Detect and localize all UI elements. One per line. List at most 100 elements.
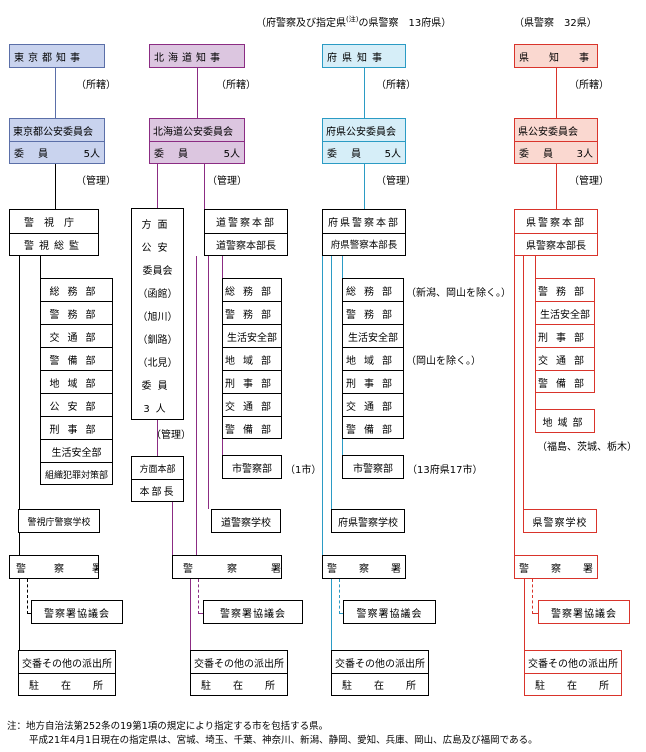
tokyo-commission-box: 東京都公安委員会 委員 5人: [9, 118, 105, 164]
tokyo-main-trunk: [19, 256, 20, 655]
fuken-head-to-commission: [364, 68, 365, 118]
fuken-soumu-note: （新潟、岡山を除く。）: [406, 288, 511, 299]
fuken-chiiki-note: （岡山を除く。）: [406, 356, 481, 367]
tokyo-dept-8: 組織犯罪対策部: [44, 470, 108, 481]
tokyo-members-label: 委員: [14, 148, 62, 160]
hokkaido-kanri-label: （管理）: [207, 176, 247, 187]
fuken-dept-0: 総務部: [343, 279, 403, 302]
ken-governor-box: 県知事: [514, 44, 598, 68]
hokkaido-chuzai-label: 駐在所: [201, 680, 275, 692]
hokkaido-members-count: 5人: [223, 148, 240, 160]
tokyo-shokatsu-label: （所轄）: [76, 80, 116, 91]
fuken-commission-to-hq: [364, 164, 365, 209]
fuken-kanri-label: （管理）: [376, 176, 416, 187]
ken-departments-box: 警務部生活安全部刑事部交通部警備部: [535, 278, 595, 393]
tokyo-station-council-dash: [27, 579, 28, 614]
tokyo-commission-label: 東京都公安委員会: [10, 119, 104, 142]
ken-members-count: 3人: [576, 148, 593, 160]
fuken-koban-label: 交番その他の派出所: [332, 651, 428, 674]
hokkaido-trunk-a: [196, 256, 197, 545]
hokkaido-commission-to-area: [157, 164, 158, 208]
hokkaido-governor-box: 北海道知事: [149, 44, 245, 68]
fuken-station-label: 警察署: [327, 563, 401, 575]
ken-commission-box: 県公安委員会 委員 3人: [514, 118, 598, 164]
ken-station-label: 警察署: [519, 563, 593, 575]
fuken-station-row: 警察署: [323, 556, 405, 578]
fuken-commission-label: 府県公安委員会: [323, 119, 405, 142]
ken-shokatsu-label: （所轄）: [569, 80, 609, 91]
hokkaido-area-commission-line-3: （函館）: [137, 288, 178, 300]
hokkaido-council-dash-h: [198, 613, 203, 614]
fuken-station-to-koban: [331, 579, 332, 650]
tokyo-chuzai-label: 駐在所: [29, 680, 103, 692]
fuken-council-box: 警察署協議会: [343, 600, 436, 624]
fuken-members-label: 委員: [327, 148, 375, 160]
footnote-line-2: 平成21年4月1日現在の指定県は、宮城、埼玉、千葉、神奈川、新潟、静岡、愛知、兵…: [29, 735, 538, 746]
ken-head-to-commission: [556, 68, 557, 118]
tokyo-hq-box: 警視庁 警視総監: [9, 209, 99, 256]
hokkaido-governor-label: 北海道知事: [154, 52, 224, 64]
ken-koban-label: 交番その他の派出所: [525, 651, 621, 674]
hokkaido-school-box: 道警察学校: [211, 509, 281, 533]
hokkaido-area-commission-line-8: 3人: [143, 403, 172, 415]
ken-council-dash-h: [532, 613, 538, 614]
ken-council-label: 警察署協議会: [551, 608, 617, 620]
fuken-chief-label: 府県警察本部長: [330, 240, 398, 251]
hokkaido-area-commission-line-0: 方面: [141, 219, 174, 231]
fuken-departments-box: 総務部警務部生活安全部地域部刑事部交通部警備部: [342, 278, 404, 439]
ken-chiiki-label: 地域部: [542, 417, 588, 429]
fuken-dept-1: 警務部: [343, 302, 403, 325]
hokkaido-areahq-to-station: [172, 502, 173, 555]
fuken-city-note: （13府県17市）: [407, 465, 483, 476]
hokkaido-area-hq-box: 方面本部 本部長: [131, 456, 184, 502]
tokyo-council-dash-h: [27, 613, 31, 614]
fuken-city-label: 市警察部: [353, 463, 393, 475]
fuken-station-council-dash: [339, 579, 340, 614]
ken-koban-box: 交番その他の派出所 駐在所: [524, 650, 622, 696]
hokkaido-school-label: 道警察学校: [221, 517, 271, 529]
hokkaido-koban-label: 交番その他の派出所: [191, 651, 287, 674]
tokyo-station-row: 警察署: [10, 556, 98, 578]
hokkaido-city-box: 市警察部: [222, 455, 282, 479]
fuken-dept-4: 刑事部: [343, 371, 403, 394]
hokkaido-dept-6: 警備部: [225, 424, 279, 436]
tokyo-council-box: 警察署協議会: [31, 600, 123, 624]
ken-dept-0: 警務部: [536, 279, 594, 302]
tokyo-hq-to-depts: [40, 256, 41, 278]
hokkaido-hq-label: 道警察本部: [205, 210, 287, 234]
hokkaido-dept-5: 交通部: [223, 394, 281, 417]
hokkaido-area-to-areahq: [157, 420, 158, 456]
ken-commission-label: 県公安委員会: [515, 119, 597, 142]
hokkaido-area-commission-line-1: 公安: [141, 242, 174, 254]
note-mark: (注): [346, 15, 359, 24]
tokyo-governor-box: 東京都知事: [9, 44, 105, 68]
fuken-city-box: 市警察部: [342, 455, 404, 479]
ken-dept-1: 生活安全部: [536, 302, 594, 325]
tokyo-koban-label: 交番その他の派出所: [19, 651, 115, 674]
hokkaido-dept-1: 警務部: [223, 302, 281, 325]
hokkaido-members-label: 委員: [154, 148, 202, 160]
hokkaido-koban-box: 交番その他の派出所 駐在所: [190, 650, 288, 696]
tokyo-council-label: 警察署協議会: [44, 608, 110, 620]
hokkaido-area-kanri-label: （管理）: [151, 430, 191, 441]
ken-station-council-dash: [532, 579, 533, 614]
tokyo-dept-0: 総務部: [41, 279, 112, 302]
fuken-dept-5: 交通部: [343, 394, 403, 417]
ken-hq-label: 県警察本部: [515, 210, 597, 234]
hokkaido-city-label: 市警察部: [232, 463, 272, 475]
tokyo-chief-label: 警視総監: [24, 240, 84, 252]
hokkaido-area-chief-label: 本部長: [139, 486, 176, 498]
ken-dept-4: 警備部: [538, 378, 592, 390]
ken-dept-3: 交通部: [536, 348, 594, 371]
hokkaido-station-box: 警察署: [172, 555, 282, 579]
hokkaido-commission-to-hq: [204, 164, 205, 209]
ken-station-row: 警察署: [515, 556, 597, 578]
hokkaido-dept-3: 地域部: [223, 348, 281, 371]
hokkaido-trunk-down: [196, 545, 197, 555]
hokkaido-area-commission-line-6: （北見）: [137, 357, 178, 369]
fuken-dept-2: 生活安全部: [343, 325, 403, 348]
ken-members-label: 委員: [519, 148, 567, 160]
fuken-dept-6: 警備部: [346, 424, 400, 436]
hokkaido-chief-label: 道警察本部長: [216, 240, 276, 252]
